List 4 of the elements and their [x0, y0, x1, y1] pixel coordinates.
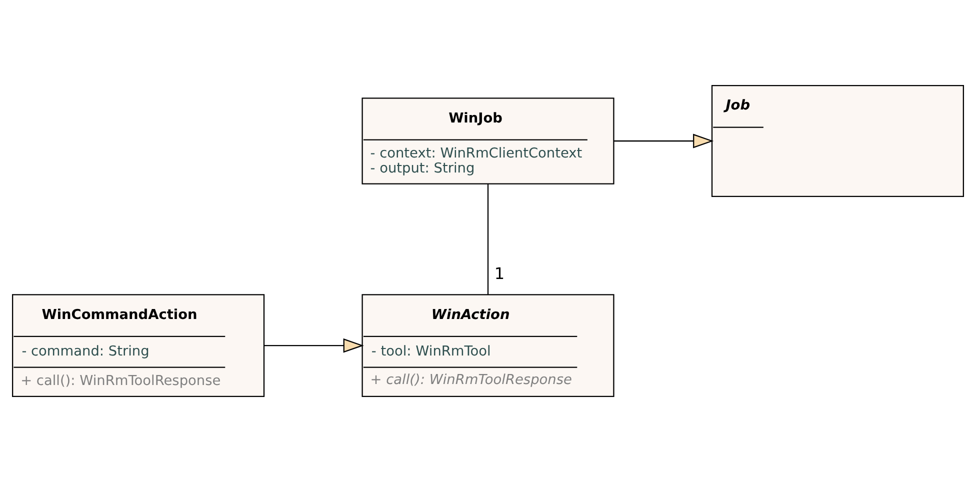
arrow — [264, 338, 364, 353]
edge-label: 1 — [494, 264, 505, 284]
connector — [487, 184, 489, 295]
arrow — [614, 134, 714, 148]
